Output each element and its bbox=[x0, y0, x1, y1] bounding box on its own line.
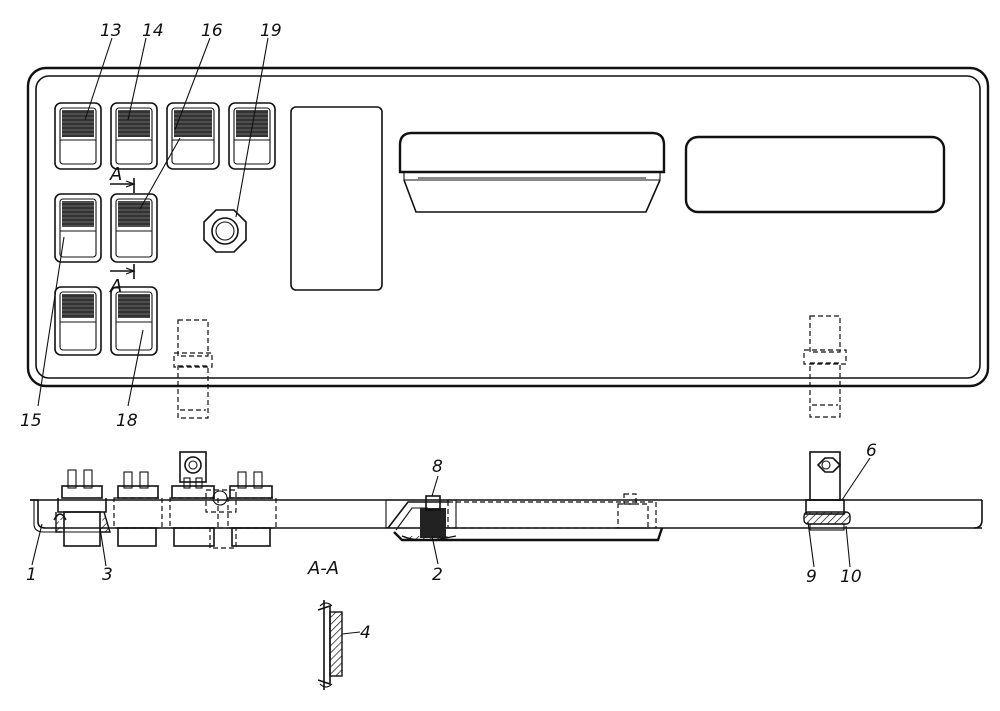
section-marker-lines bbox=[110, 178, 136, 279]
switch-15 bbox=[54, 193, 102, 263]
switch-13 bbox=[54, 102, 102, 170]
label-18: 18 bbox=[116, 411, 138, 431]
label-2: 2 bbox=[432, 565, 443, 585]
label-8: 8 bbox=[432, 457, 443, 477]
label-13: 13 bbox=[100, 21, 122, 41]
callout-labels: 13 14 16 19 15 18 A A 8 6 1 3 2 9 10 A-A… bbox=[20, 21, 877, 643]
tall-instrument-cutout bbox=[290, 106, 383, 291]
warning-lamp-19 bbox=[203, 209, 247, 253]
switch-section-1 bbox=[53, 469, 111, 547]
label-3: 3 bbox=[102, 565, 113, 585]
section-title-a-a: A-A bbox=[307, 558, 339, 579]
switch-section-2 bbox=[113, 471, 163, 547]
switch-bottom-left bbox=[54, 286, 102, 356]
label-19: 19 bbox=[260, 21, 282, 41]
panel-outer-frame bbox=[26, 66, 990, 388]
bracket-right-section bbox=[803, 451, 851, 531]
right-display-cutout bbox=[684, 135, 946, 214]
section-a-a-detail bbox=[317, 600, 361, 690]
label-15: 15 bbox=[20, 411, 42, 431]
lamp-section bbox=[205, 489, 237, 549]
label-16: 16 bbox=[201, 21, 223, 41]
panel-inner-frame bbox=[35, 75, 981, 379]
label-9: 9 bbox=[806, 567, 817, 587]
panel-side-section bbox=[30, 451, 983, 568]
radio-slot bbox=[398, 131, 666, 213]
switch-section-4 bbox=[227, 471, 277, 547]
switch-16-top bbox=[166, 102, 220, 170]
radio-housing-section bbox=[385, 493, 664, 542]
panel-front-view bbox=[26, 37, 990, 419]
label-14: 14 bbox=[142, 21, 164, 41]
switch-14 bbox=[110, 102, 158, 170]
bracket-right-dashed bbox=[803, 315, 847, 418]
switch-16 bbox=[110, 193, 158, 263]
label-4: 4 bbox=[360, 623, 371, 643]
bracket-left-dashed bbox=[173, 319, 213, 419]
switch-18 bbox=[110, 286, 158, 356]
section-marker-bottom: A bbox=[109, 276, 122, 297]
switch-section-3 bbox=[169, 451, 219, 547]
label-10: 10 bbox=[840, 567, 862, 587]
label-1: 1 bbox=[26, 565, 37, 585]
section-marker-top: A bbox=[109, 164, 122, 185]
switch-19-top bbox=[228, 102, 276, 170]
label-6: 6 bbox=[866, 441, 877, 461]
